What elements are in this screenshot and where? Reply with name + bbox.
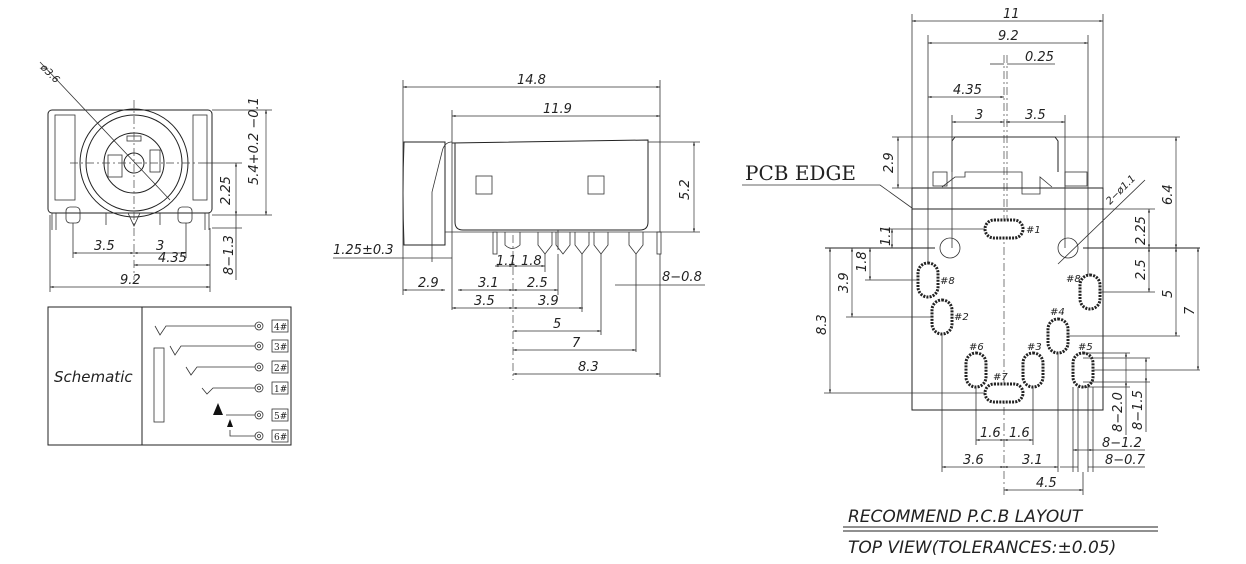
jack-top-outline	[951, 136, 1059, 172]
pin-label: 4#	[274, 323, 287, 333]
dim-pin-width: 8−0.8	[662, 270, 702, 285]
dim-8-3: 8.3	[815, 314, 830, 335]
dim-1-6-right: 1.6	[1009, 426, 1030, 441]
dim-3: 3	[975, 108, 983, 123]
pin-label: 3#	[274, 343, 287, 353]
pad-label: #7	[993, 372, 1008, 383]
pin-label: 5#	[274, 412, 287, 422]
pad-label: #1	[1026, 225, 1041, 236]
dim-3-6: 3.6	[963, 453, 984, 468]
dim-7: 7	[1183, 306, 1198, 315]
dim-3-1: 3.1	[1022, 453, 1043, 468]
dim-3-9: 3.9	[837, 272, 852, 293]
pad-label: #5	[1078, 342, 1093, 353]
pad-8-right	[1078, 273, 1102, 311]
pad-label: #2	[954, 312, 969, 323]
dim-tip-offset: 1.25±0.3	[333, 243, 394, 258]
dim-3-5: 3.5	[1025, 108, 1046, 123]
pad-label: #4	[1050, 307, 1065, 318]
dim-2-25: 2.25	[1134, 216, 1149, 245]
footer-subtitle: TOP VIEW(TOLERANCES:±0.05)	[848, 538, 1116, 558]
pad-2	[930, 298, 954, 336]
dim-slot-2-0: 8−2.0	[1111, 392, 1126, 432]
pcb-edge-label: PCB EDGE	[745, 161, 856, 185]
pin-label: 1#	[274, 385, 287, 395]
dim-4-35: 4.35	[953, 83, 982, 98]
dim-center-height: 2.25	[219, 176, 234, 205]
dim-plug: 2.9	[418, 276, 439, 291]
dim-4-5: 4.5	[1036, 476, 1057, 491]
dim-offset: 4.35	[158, 251, 187, 266]
dim-1-1: 1.1	[496, 254, 517, 269]
pin-label: 6#	[274, 433, 287, 443]
dim-5: 5	[1161, 290, 1176, 298]
pad-label: #8	[940, 276, 955, 287]
pad-6	[964, 351, 988, 389]
dim-8-3: 8.3	[578, 360, 599, 375]
dim-3-1: 3.1	[478, 276, 499, 291]
front-view: ø3.6 5.4+0.2 −0.1 2.25 8−1.3 3.5 3 4.35 …	[37, 62, 272, 292]
dim-length-total: 14.8	[517, 73, 546, 88]
switch-arrow-icon	[213, 403, 223, 415]
dim-height: 5.4+0.2 −0.1	[247, 97, 262, 185]
dim-hole-diameter: 2−ø1.1	[1104, 173, 1138, 207]
dim-3-5: 3.5	[474, 294, 495, 309]
side-body	[451, 139, 649, 231]
side-view: 14.8 11.9 5.2 1.25±0.3 2.9 1.1 1.8 3.1 2…	[333, 73, 705, 380]
pad-1	[983, 218, 1025, 240]
dim-pitch-right: 3	[156, 239, 164, 254]
dim-slot-1-5: 8−1.5	[1131, 390, 1146, 430]
dim-length-body: 11.9	[543, 102, 572, 117]
dim-2-9: 2.9	[882, 152, 897, 173]
dim-1-1: 1.1	[879, 225, 894, 246]
dim-1-8: 1.8	[855, 251, 870, 272]
dim-9-2: 9.2	[998, 29, 1019, 44]
dim-2-5: 2.5	[527, 276, 548, 291]
sleeve-contact	[153, 347, 165, 423]
plug-cap	[402, 141, 446, 246]
dim-slot-1-2: 8−1.2	[1102, 436, 1142, 451]
dim-5: 5	[553, 317, 561, 332]
mounting-hole	[939, 237, 961, 259]
pad-7	[983, 382, 1025, 404]
dim-pitch-left: 3.5	[94, 239, 115, 254]
pad-label: #3	[1027, 342, 1042, 353]
dim-11: 11	[1003, 7, 1020, 22]
pcb-layout-view: #1 #8 #2 #8 #4 #6 #3 #5 #7 11 9.2 0.25 4…	[742, 7, 1200, 558]
schematic-title: Schematic	[54, 368, 133, 386]
pad-8-left	[916, 261, 940, 299]
footer-title: RECOMMEND P.C.B LAYOUT	[848, 507, 1084, 527]
dim-7: 7	[572, 336, 581, 351]
dim-0-25: 0.25	[1025, 50, 1054, 65]
pad-4	[1046, 317, 1070, 355]
front-body	[47, 109, 213, 214]
pcb-outline	[911, 187, 1104, 411]
dim-slot-0-7: 8−0.7	[1105, 453, 1146, 468]
dim-width: 9.2	[120, 273, 141, 288]
dim-height: 5.2	[678, 179, 693, 200]
dim-3-9: 3.9	[538, 294, 559, 309]
dim-6-4: 6.4	[1161, 184, 1176, 205]
dim-2-5: 2.5	[1134, 259, 1149, 280]
dim-diameter: ø3.6	[37, 62, 61, 86]
schematic: Schematic 4# 3# 2# 1# 5# 6#	[47, 306, 292, 446]
pad-label: #6	[969, 342, 984, 353]
dim-1-6-left: 1.6	[980, 426, 1001, 441]
dim-pin-length: 8−1.3	[222, 235, 237, 275]
pad-label: #8	[1066, 274, 1081, 285]
mounting-hole	[1057, 237, 1079, 259]
dim-1-8: 1.8	[521, 254, 542, 269]
pad-3	[1021, 351, 1045, 389]
pin-label: 2#	[274, 364, 287, 374]
